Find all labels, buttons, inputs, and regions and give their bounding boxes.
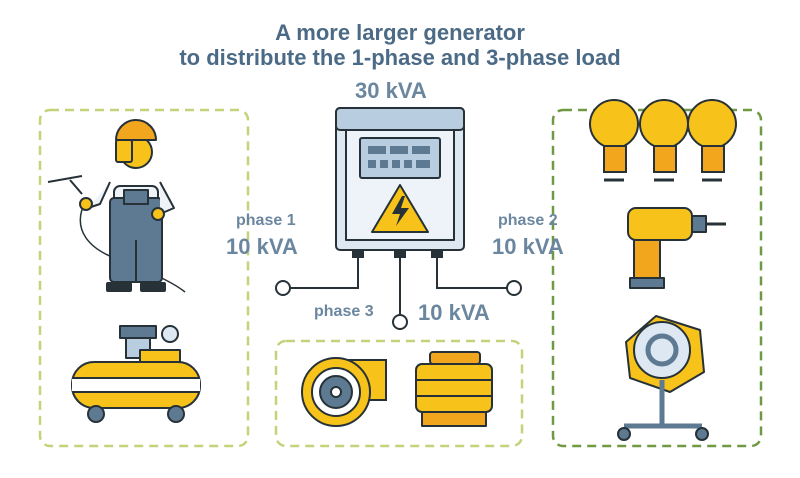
electric-motor-icon <box>415 351 493 427</box>
phase3-rating: 10 kVA <box>418 300 490 325</box>
power-drill-icon <box>627 207 726 289</box>
welder-worker-icon <box>47 119 186 293</box>
phase1-terminal <box>275 280 291 296</box>
air-compressor-icon <box>71 325 201 423</box>
phase1-name: phase 1 <box>236 212 296 229</box>
phase3-name: phase 3 <box>314 303 374 320</box>
phase3-load-group <box>274 339 524 448</box>
phase3-terminal <box>392 314 408 330</box>
concrete-mixer-icon <box>617 315 709 441</box>
turbine-fan-icon <box>301 357 387 427</box>
phase2-name: phase 2 <box>498 212 558 229</box>
phase1-rating: 10 kVA <box>226 234 298 259</box>
title-line-1: A more larger generator <box>275 20 525 45</box>
title-line-2: to distribute the 1-phase and 3-phase lo… <box>179 45 621 70</box>
light-bulb-icon <box>589 99 737 182</box>
phase2-terminal <box>506 280 522 296</box>
phase2-rating: 10 kVA <box>492 234 564 259</box>
phase1-load-group <box>38 108 250 448</box>
generator-rating: 30 kVA <box>355 78 427 103</box>
generator-cabinet-icon <box>335 107 465 258</box>
wiring <box>283 250 514 322</box>
